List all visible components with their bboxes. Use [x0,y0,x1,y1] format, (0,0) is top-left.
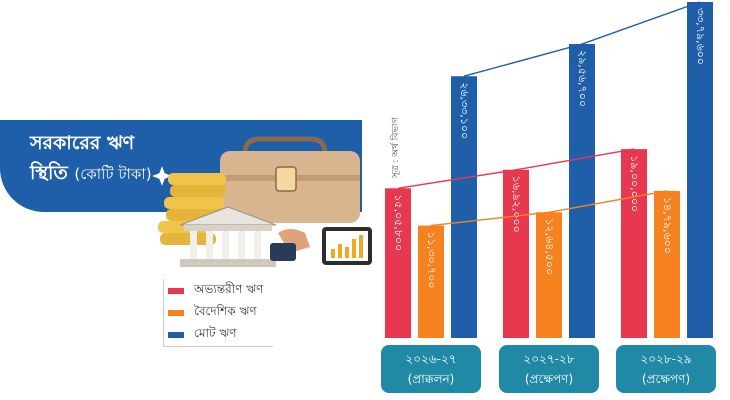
value-label-total-0: ২৬,৩৩,১০০ [458,82,471,139]
category-note: (প্রক্ষেপণ) [524,372,574,386]
legend-divider [163,279,164,347]
value-label-total-1: ২৯,৫৬,৭০০ [576,50,589,107]
value-label-domestic-1: ১৬,৯২,০০০ [510,176,523,233]
legend-item-domestic: অভ্যন্তরীণ ঋণ [168,280,263,302]
bar-domestic-0 [385,188,411,338]
legend-label-foreign: বৈদেশিক ঋণ [194,304,257,318]
trend-line-total [463,1,701,77]
bank-building-icon [179,206,277,267]
legend-swatch-foreign [168,310,184,316]
legend-swatch-domestic [168,288,184,294]
trend-line-foreign [430,190,668,227]
bar-total-0 [451,76,477,338]
value-label-domestic-0: ১৫,০৫,৮০০ [392,194,405,251]
category-year: ২০২৬-২৭ [405,352,457,366]
briefcase-icon [220,136,360,223]
bar-domestic-2 [621,149,647,338]
legend-swatch-total [168,332,184,338]
value-label-foreign-1: ১২,৬৪,৫০০ [543,218,556,275]
category-box-2028-29: ২০২৮-২৯ (প্রক্ষেপণ) [616,345,716,393]
bar-total-1 [569,44,595,338]
title-line-2: স্থিতি [30,162,68,184]
value-label-foreign-2: ১৪,৭৯,৬০০ [661,197,674,254]
category-year: ২০২৭-২৮ [523,352,575,366]
bar-foreign-2 [654,190,680,338]
bar-total-2 [687,2,713,338]
value-label-domestic-2: ১৯,০০,০০০ [628,155,641,212]
legend-item-total: মোট ঋণ [168,324,263,346]
finance-illustration [150,136,372,267]
legend-divider-bottom [163,346,273,347]
title-line-1: সরকারের ঋণ [30,132,135,154]
bar-foreign-0 [418,225,444,338]
bar-domestic-1 [503,169,529,338]
analytics-tablet-icon [322,227,372,265]
category-box-2027-28: ২০২৭-২৮ (প্রক্ষেপণ) [499,345,599,393]
trend-line-domestic [397,148,635,189]
category-year: ২০২৮-২৯ [640,352,692,366]
bar-foreign-1 [536,212,562,338]
value-label-total-2: ৩৩,৭৯,৬০০ [694,8,707,65]
legend-label-domestic: অভ্যন্তরীণ ঋণ [194,282,264,296]
title-unit: (কোটি টাকা) [74,165,152,183]
chart-title: সরকারের ঋণ স্থিতি (কোটি টাকা) [30,128,152,189]
category-note: (প্রক্ষেপণ) [641,372,691,386]
legend-label-total: মোট ঋণ [194,326,237,340]
sparkle-icon [150,163,175,189]
category-note: (প্রাক্কলন) [407,372,455,386]
category-box-2026-27: ২০২৬-২৭ (প্রাক্কলন) [381,345,481,393]
chart-legend: অভ্যন্তরীণ ঋণ বৈদেশিক ঋণ মোট ঋণ [168,280,263,346]
value-label-foreign-0: ১১,৩০,৭০০ [425,232,438,289]
legend-item-foreign: বৈদেশিক ঋণ [168,302,263,324]
hand-icon [270,229,310,261]
